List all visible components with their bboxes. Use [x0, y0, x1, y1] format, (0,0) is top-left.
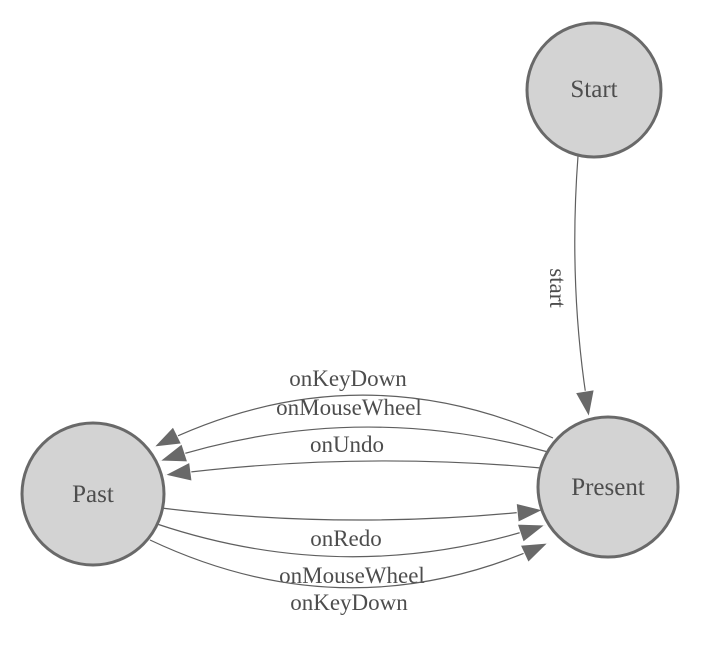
edge-present-to-past-onundo: onUndo	[163, 432, 542, 482]
edge-line	[156, 523, 546, 558]
node-start-label: Start	[570, 76, 617, 103]
node-start[interactable]: Start	[525, 21, 663, 159]
node-present-label: Present	[571, 474, 645, 501]
node-past-circle[interactable]	[20, 421, 166, 567]
arrowhead-icon	[158, 443, 189, 463]
node-past[interactable]: Past	[20, 421, 166, 567]
edge-line	[160, 507, 544, 521]
edge-label-onundo: onUndo	[310, 432, 384, 457]
edge-present-to-past-onmousewheel: onMouseWheel	[158, 395, 549, 463]
edge-line	[159, 426, 549, 462]
edge-line	[164, 460, 542, 476]
edge-label-onmousewheel-bottom: onMouseWheel	[279, 563, 425, 588]
edge-past-to-present-onredo: onRedo	[160, 502, 545, 551]
arrowhead-icon	[574, 389, 595, 419]
arrowhead-icon	[152, 426, 183, 448]
arrowhead-icon	[519, 542, 550, 564]
edge-line	[149, 539, 549, 589]
arrowhead-icon	[515, 502, 545, 523]
edge-label-onmousewheel-top: onMouseWheel	[276, 395, 422, 420]
node-present[interactable]: Present	[536, 415, 680, 559]
edge-past-to-present-onkeydown: onKeyDown	[149, 539, 550, 615]
node-present-circle[interactable]	[536, 415, 680, 559]
edge-label-onkeydown-bottom: onKeyDown	[290, 590, 408, 615]
edge-label-onredo: onRedo	[310, 526, 382, 551]
edge-start-line	[574, 155, 590, 416]
edge-line	[153, 394, 554, 448]
node-start-circle[interactable]	[525, 21, 663, 159]
edge-start-to-present: start	[545, 155, 595, 419]
arrowhead-icon	[163, 461, 193, 482]
edge-label-start: start	[545, 268, 570, 308]
arrowhead-icon	[516, 523, 547, 543]
node-past-label: Past	[72, 481, 114, 508]
edge-present-to-past-onkeydown: onKeyDown	[152, 366, 554, 448]
edge-past-to-present-onmousewheel: onMouseWheel	[156, 523, 547, 588]
edge-label-onkeydown-top: onKeyDown	[289, 366, 407, 391]
